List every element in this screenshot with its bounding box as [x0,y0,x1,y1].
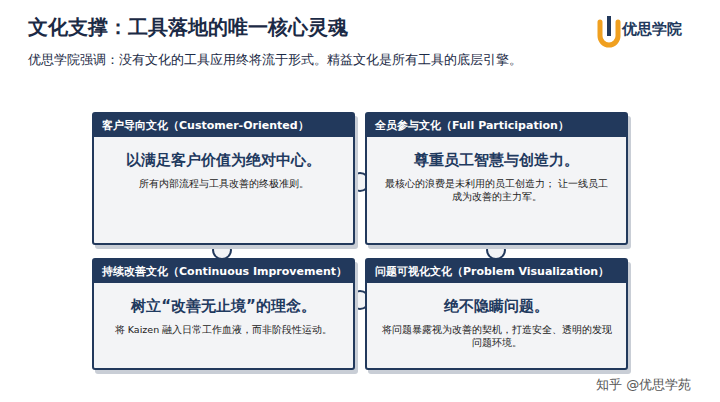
card-header: 问题可视化文化（Problem Visualization） [367,260,626,283]
card-headline: 尊重员工智慧与创造力。 [367,151,626,170]
watermark: 知乎 @优思学苑 [596,376,691,394]
puzzle-card: 问题可视化文化（Problem Visualization） 绝不隐瞒问题。将问题… [365,258,628,370]
puzzle-card: 持续改善文化（Continuous Improvement） 树立“改善无止境”的… [92,258,355,370]
card-header: 全员参与文化（Full Participation） [367,114,626,137]
card-body: 最核心的浪费是未利用的员工创造力； 让一线员工成为改善的主力军。 [367,177,626,204]
card-body: 将问题暴露视为改善的契机，打造安全、透明的发现问题环境。 [367,323,626,350]
card-header: 持续改善文化（Continuous Improvement） [94,260,353,283]
logo-icon [600,16,618,45]
logo-text: 优思学院 [622,20,682,39]
card-headline: 树立“改善无止境”的理念。 [94,297,353,316]
subtitle: 优思学院强调：没有文化的工具应用终将流于形式。精益文化是所有工具的底层引擎。 [28,52,522,69]
puzzle-card: 客户导向文化（Customer-Oriented） 以满足客户价值为绝对中心。所有… [92,112,355,245]
card-headline: 绝不隐瞒问题。 [367,297,626,316]
puzzle-card: 全员参与文化（Full Participation） 尊重员工智慧与创造力。最核心… [365,112,628,245]
card-headline: 以满足客户价值为绝对中心。 [94,151,353,170]
card-header: 客户导向文化（Customer-Oriented） [94,114,353,137]
title: 文化支撑：工具落地的唯一核心灵魂 [28,14,348,41]
card-body: 将 Kaizen 融入日常工作血液，而非阶段性运动。 [94,323,353,336]
card-body: 所有内部流程与工具改善的终极准则。 [94,177,353,190]
